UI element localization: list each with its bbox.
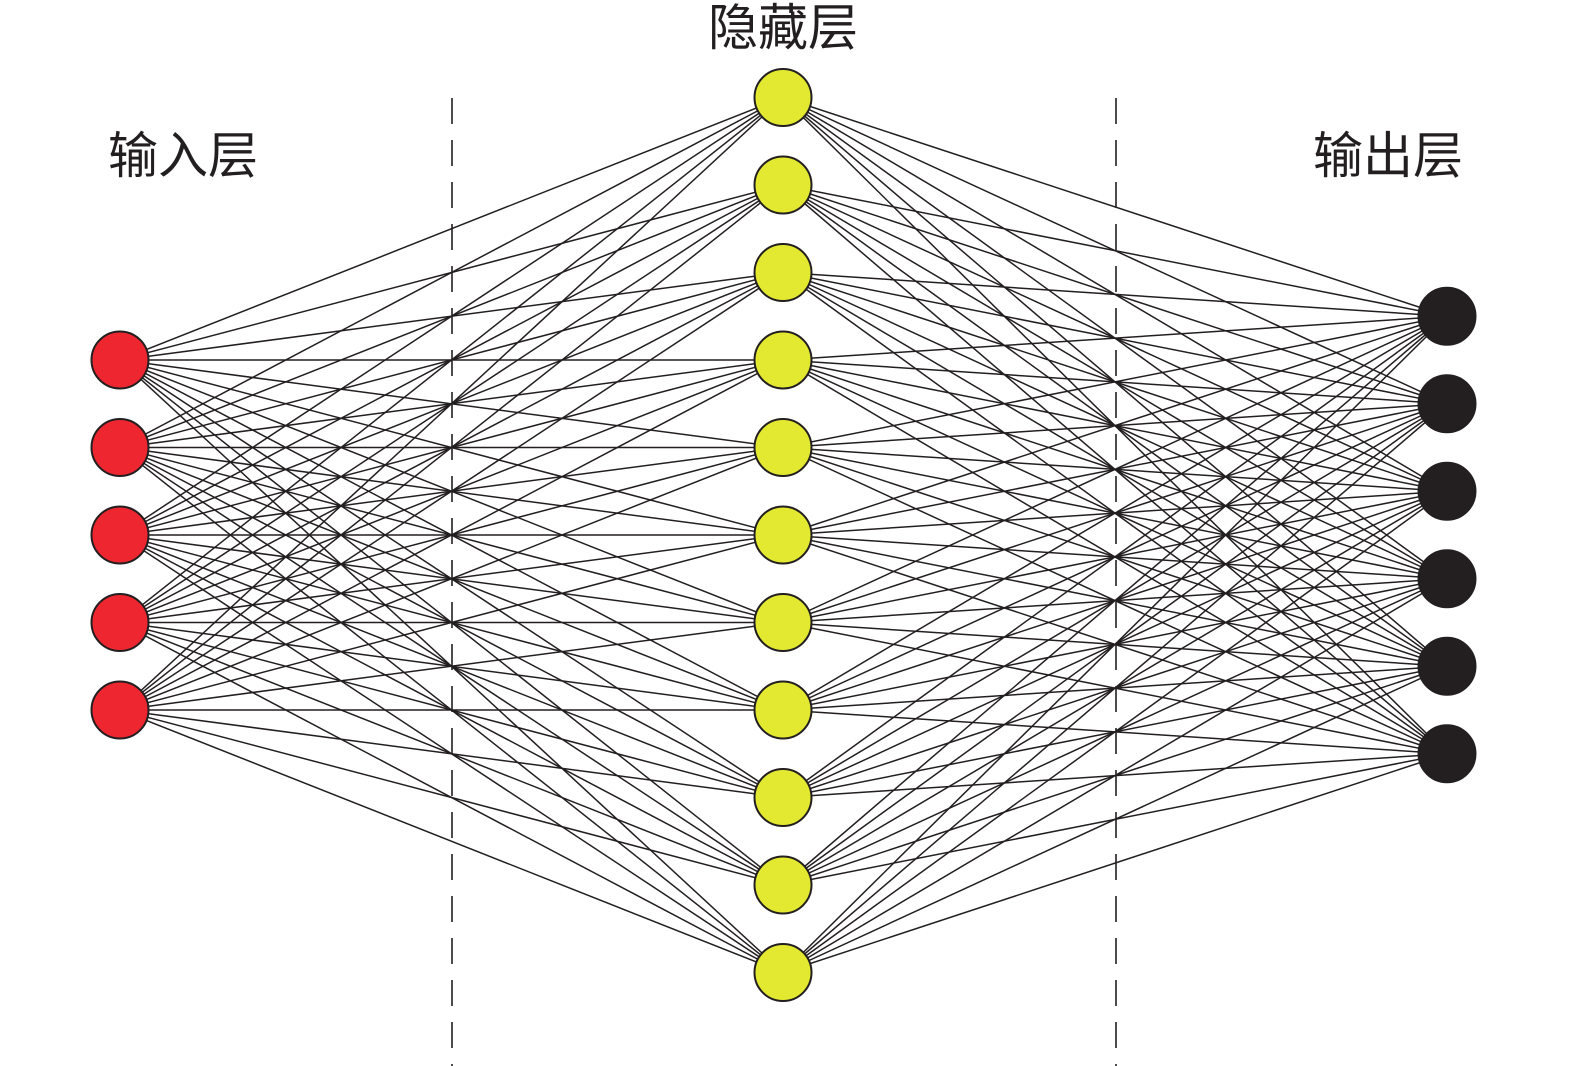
edge-hidden5-output1 — [782, 315, 1448, 449]
nodes — [90, 68, 1477, 1002]
edge-hidden8-output1 — [782, 315, 1448, 711]
hidden-node-5 — [753, 418, 813, 477]
hidden-node-8 — [753, 680, 813, 740]
edge-hidden11-output6 — [782, 753, 1448, 974]
hidden-node-3 — [753, 243, 813, 302]
output-node-6 — [1417, 724, 1477, 784]
hidden-node-6 — [753, 505, 813, 565]
edge-hidden11-output3 — [782, 490, 1448, 974]
edge-hidden11-output1 — [782, 315, 1448, 974]
edge-hidden9-output1 — [782, 315, 1448, 799]
edge-hidden3-output1 — [782, 271, 1448, 317]
edge-hidden2-output1 — [782, 184, 1448, 317]
output-node-3 — [1417, 461, 1477, 521]
edge-hidden7-output1 — [782, 315, 1448, 624]
hidden-node-4 — [753, 330, 813, 390]
input-layer-label: 输入层 — [108, 127, 258, 185]
input-node-3 — [90, 505, 150, 565]
edge-input5-hidden10 — [119, 709, 784, 886]
hidden-node-11 — [753, 943, 813, 1002]
hidden-layer-label: 隐藏层 — [708, 0, 858, 57]
edge-hidden11-output5 — [782, 665, 1448, 974]
edge-hidden10-output1 — [782, 315, 1448, 886]
input-node-4 — [90, 593, 150, 652]
input-node-1 — [90, 330, 150, 390]
edge-input5-hidden11 — [119, 709, 784, 974]
input-node-5 — [90, 680, 150, 740]
hidden-node-1 — [753, 68, 813, 127]
edge-hidden11-output4 — [782, 578, 1448, 974]
edge-hidden6-output1 — [782, 315, 1448, 536]
output-node-5 — [1417, 636, 1477, 696]
output-node-4 — [1417, 549, 1477, 609]
output-node-2 — [1417, 374, 1477, 434]
output-node-1 — [1417, 286, 1477, 346]
hidden-node-2 — [753, 155, 813, 215]
edge-hidden4-output1 — [782, 315, 1448, 361]
output-layer-label: 输出层 — [1313, 127, 1463, 185]
edge-hidden11-output2 — [782, 403, 1448, 974]
hidden-node-9 — [753, 768, 813, 827]
hidden-node-7 — [753, 593, 813, 652]
edge-hidden1-output1 — [782, 96, 1448, 317]
input-node-2 — [90, 418, 150, 477]
hidden-node-10 — [753, 855, 813, 915]
